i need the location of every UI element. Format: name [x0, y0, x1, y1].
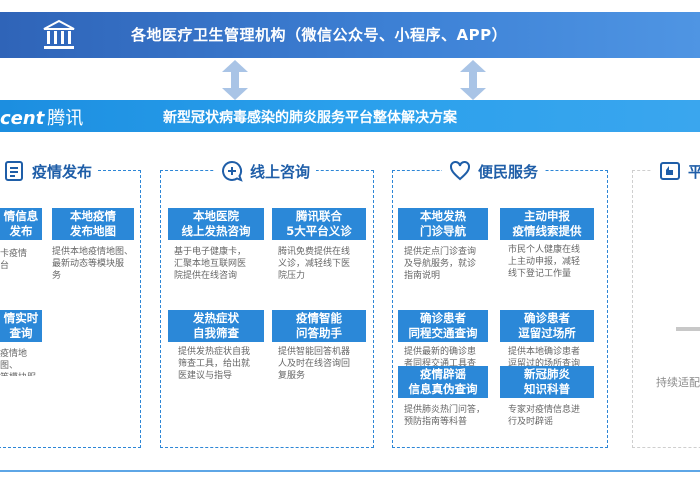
card-desc: 专家对疫情信息进 行及时辟谣 — [508, 405, 581, 427]
card-title: 情信息 发布 — [0, 208, 42, 240]
double-arrow-icon — [460, 60, 486, 100]
section-header: 线上咨询 — [214, 158, 317, 184]
card-title: 发热症状 自我筛查 — [168, 310, 264, 342]
section-title: 线上咨询 — [250, 162, 311, 181]
top-banner: 各地医疗卫生管理机构（微信公众号、小程序、APP） — [0, 12, 700, 58]
card-desc: 提供定点门诊查询 及导航服务，就诊 指南说明 — [404, 247, 477, 281]
heart-icon — [450, 160, 470, 181]
card-desc: 提供本地疫情地图、 最新动态等模块服 务 — [52, 247, 134, 281]
card-desc: 卡疫情 台 — [0, 249, 28, 271]
section-header: 疫情发布 — [0, 158, 99, 184]
section-header: 便民服务 — [442, 158, 545, 184]
section-title: 便民服务 — [478, 162, 539, 181]
section-header: 平 — [652, 158, 700, 184]
card-desc: 提供肺炎热门问答， 预防指南等科普 — [404, 405, 486, 427]
document-list-icon — [5, 161, 23, 181]
card-title: 本地发热 门诊导航 — [398, 208, 488, 240]
card-desc: 市民个人健康在线 上主动申报，减轻 线下登记工作量 — [508, 245, 581, 279]
card-title: 主动申报 疫情线索提供 — [500, 208, 594, 240]
placeholder-text: 持续适配 — [656, 376, 700, 389]
card-title: 确诊患者 逗留过场所 — [500, 310, 594, 342]
card-desc: 腾讯免费提供在线 义诊，减轻线下医 院压力 — [278, 247, 351, 281]
double-arrow-icon — [222, 60, 248, 100]
top-title: 各地医疗卫生管理机构（微信公众号、小程序、APP） — [131, 26, 508, 44]
placeholder-bar — [676, 327, 700, 331]
card-desc: 疫情地图、 等模块服 — [0, 349, 36, 376]
thumbs-up-icon — [660, 162, 680, 180]
card-title: 新冠肺炎 知识科普 — [500, 366, 594, 398]
card-title: 疫情智能 问答助手 — [272, 310, 366, 342]
card-title: 腾讯联合 5大平台义诊 — [272, 208, 366, 240]
card-desc: 提供发热症状自我 筛查工具，给出就 医建议与指导 — [178, 347, 251, 381]
chat-plus-icon — [222, 160, 243, 182]
bank-building-icon — [43, 19, 75, 49]
platform-title: 新型冠状病毒感染的肺炎服务平台整体解决方案 — [163, 110, 457, 126]
section-title: 平 — [688, 162, 700, 181]
section-title: 疫情发布 — [32, 162, 93, 181]
card-title: 本地医院 线上发热咨询 — [168, 208, 264, 240]
bottom-divider — [0, 470, 700, 472]
card-desc: 基于电子健康卡， 汇聚本地互联网医 院提供在线咨询 — [174, 247, 247, 281]
card-title: 确诊患者 同程交通查询 — [398, 310, 488, 342]
card-title: 本地疫情 发布地图 — [52, 208, 134, 240]
section-platform — [632, 170, 700, 448]
card-desc: 提供智能回答机器 人及时在线咨询回 复服务 — [278, 347, 351, 381]
card-title: 情实时 查询 — [0, 310, 42, 342]
card-title: 疫情辟谣 信息真伪查询 — [398, 366, 488, 398]
